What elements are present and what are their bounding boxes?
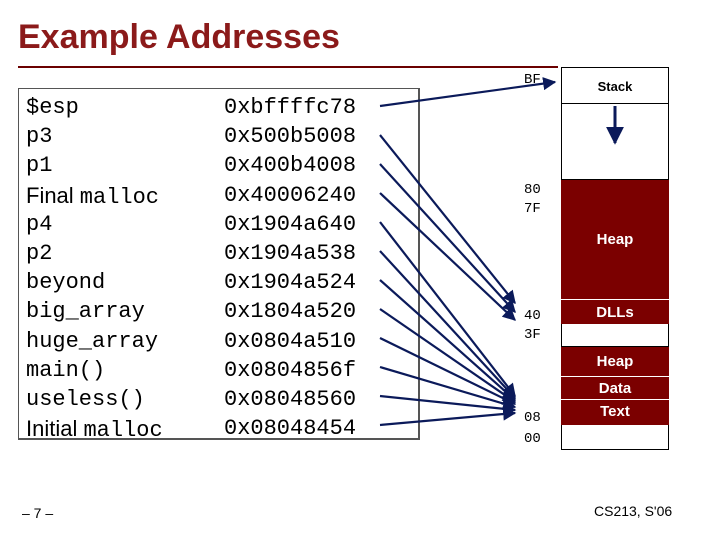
var-name-initial-malloc: Initial malloc <box>26 414 163 443</box>
addr-huge-array: 0x0804a510 <box>224 328 357 354</box>
arrow-main <box>379 365 517 410</box>
addr-label-08: 08 <box>524 410 541 426</box>
addr-label-80: 80 <box>524 182 541 198</box>
var-name-huge-array: huge_array <box>26 328 159 354</box>
page-number: – 7 – <box>22 505 54 521</box>
data-segment: Data <box>561 376 669 399</box>
arrow-p3 <box>379 134 516 305</box>
arrow-p2 <box>379 250 516 399</box>
heap-upper-segment: Heap <box>561 179 669 299</box>
addr-p1: 0x400b4008 <box>224 153 357 179</box>
addr-esp: 0xbffffc78 <box>224 95 357 120</box>
title-rule <box>18 66 558 68</box>
slide-title: Example Addresses <box>18 18 340 56</box>
addr-beyond: 0x1904a524 <box>224 270 357 296</box>
addr-big-array: 0x1804a520 <box>224 299 357 325</box>
arrow-initial-malloc <box>379 407 517 427</box>
var-name-esp: $esp <box>26 95 79 120</box>
final-prefix: Final <box>26 182 80 208</box>
addr-label-40: 40 <box>524 308 541 324</box>
initial-prefix: Initial <box>26 416 84 442</box>
addr-final-malloc: 0x40006240 <box>224 182 357 208</box>
final-malloc-word: malloc <box>79 184 160 210</box>
arrow-p4 <box>379 221 516 398</box>
var-name-p4: p4 <box>26 211 53 237</box>
variable-table-box <box>18 88 420 440</box>
addr-p2: 0x1904a538 <box>224 240 357 266</box>
arrow-esp <box>379 77 557 108</box>
arrow-final-malloc <box>379 192 516 321</box>
addr-label-00: 00 <box>524 431 541 447</box>
variable-name-column: $esp p3 p1 Final malloc p4 p2 beyond big… <box>26 93 163 443</box>
var-name-p1: p1 <box>26 153 53 179</box>
addr-initial-malloc: 0x08048454 <box>224 416 357 442</box>
text-segment: Text <box>561 399 669 425</box>
dlls-segment: DLLs <box>561 299 669 324</box>
initial-malloc-word: malloc <box>83 418 163 444</box>
arrow-huge-array <box>379 337 517 405</box>
var-name-final-malloc: Final malloc <box>26 181 163 210</box>
addr-p4: 0x1904a640 <box>224 211 357 237</box>
var-name-main: main() <box>26 357 106 383</box>
addr-label-3f: 3F <box>524 327 541 343</box>
var-name-big-array: big_array <box>26 299 145 325</box>
var-name-useless: useless() <box>26 386 145 412</box>
arrow-p1 <box>379 163 516 313</box>
arrow-useless <box>379 394 517 416</box>
addr-label-7f: 7F <box>524 201 541 217</box>
stack-segment: Stack <box>561 70 669 104</box>
addr-main: 0x0804856f <box>224 357 357 383</box>
addr-useless: 0x08048560 <box>224 386 357 412</box>
arrow-big-array <box>379 308 517 403</box>
address-column: 0xbffffc78 0x500b5008 0x400b4008 0x40006… <box>224 93 356 443</box>
var-name-p2: p2 <box>26 240 53 266</box>
var-name-beyond: beyond <box>26 270 106 296</box>
arrow-beyond <box>379 279 516 401</box>
course-label: CS213, S'06 <box>594 503 673 519</box>
heap-lower-segment: Heap <box>561 346 669 376</box>
addr-p3: 0x500b5008 <box>224 124 357 150</box>
var-name-p3: p3 <box>26 124 53 150</box>
